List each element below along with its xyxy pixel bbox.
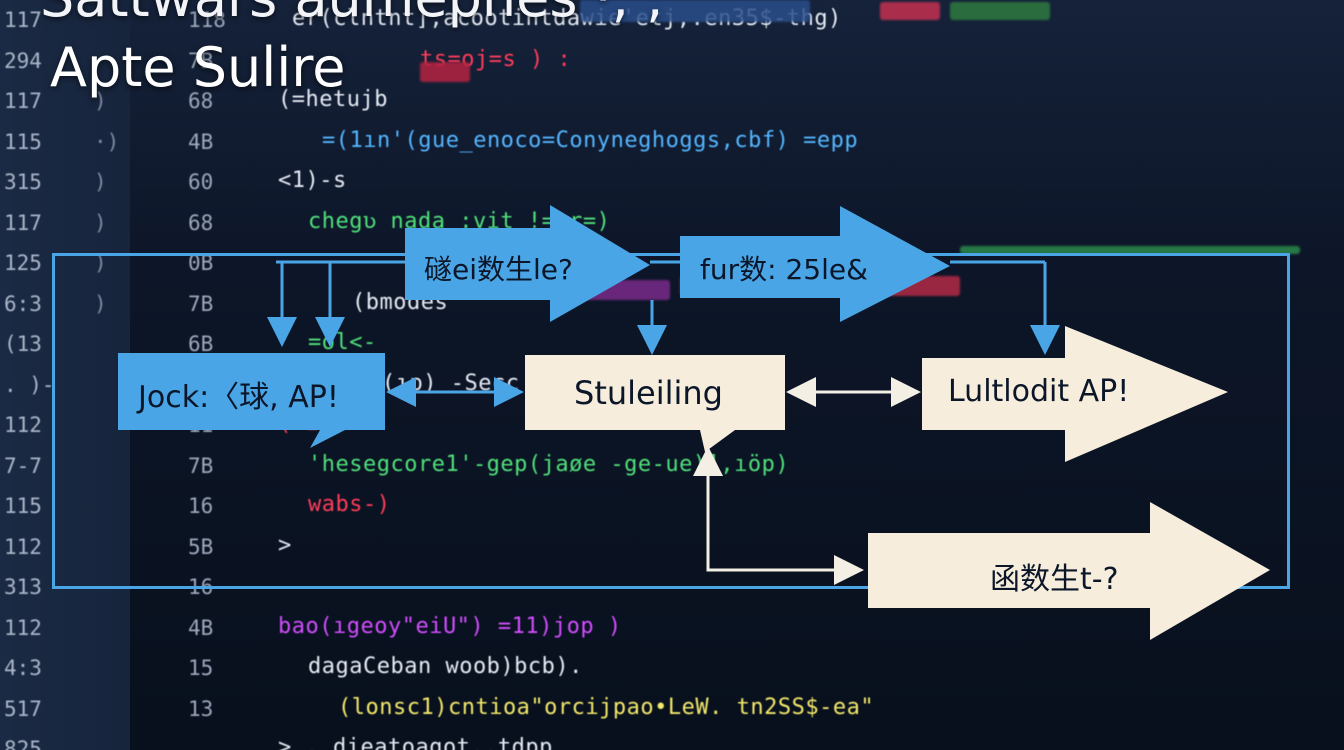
inner-line-number: 16 bbox=[188, 494, 214, 518]
gutter-line-number: (13 bbox=[4, 332, 42, 356]
gutter-line-number: 517 bbox=[4, 696, 42, 721]
left-api-box bbox=[118, 353, 385, 448]
inner-line-number: 15 bbox=[188, 656, 214, 680]
inner-line-number: 4B bbox=[188, 129, 214, 154]
gutter-line-number: 117 bbox=[4, 8, 42, 32]
gutter-line-number: 825 bbox=[4, 737, 42, 750]
input-arrow-left-label: 礈ei数生le? bbox=[424, 253, 573, 286]
inner-line-number: 7B bbox=[188, 291, 214, 316]
inner-line-number: 4B bbox=[188, 615, 214, 640]
code-highlight-blob bbox=[960, 246, 1300, 254]
fold-marker: ) bbox=[94, 251, 107, 275]
input-arrow-right-label: fur数: 25le& bbox=[700, 253, 868, 286]
code-line: (lonsc1)cntioa"orcijpao•LeW. tn2SS$-ea" bbox=[338, 694, 875, 720]
code-line: =(1ın'(gue_enoco=Conyneghoggs,cbf) =epp bbox=[322, 127, 859, 153]
center-node-label: Stuleiling bbox=[574, 374, 723, 412]
bottom-arrow-label: 函数生t-? bbox=[990, 562, 1119, 597]
gutter-line-number: 115 bbox=[4, 494, 42, 518]
gutter-line-number: 294 bbox=[4, 48, 42, 73]
gutter-line-number: 125 bbox=[4, 251, 42, 275]
inner-line-number: 68 bbox=[188, 210, 214, 235]
gutter-line-number: 7-7 bbox=[4, 453, 42, 478]
code-line: bao(ıgeoy"eiU") =11)jop ) bbox=[278, 613, 622, 639]
fold-marker: ) bbox=[94, 89, 107, 113]
inner-line-number: 68 bbox=[188, 89, 214, 113]
fold-marker: ) bbox=[94, 291, 107, 316]
code-line: dagaCeban woob)bcb). bbox=[308, 654, 583, 679]
gutter-line-number: . )- bbox=[4, 372, 55, 397]
inner-line-number: 7B bbox=[188, 453, 214, 478]
right-api-arrow-label: Lultlodit AP! bbox=[948, 374, 1130, 409]
code-line: wabs-) bbox=[308, 492, 391, 517]
inner-line-number: 6B bbox=[188, 332, 214, 356]
gutter-line-number: 6:3 bbox=[4, 291, 42, 316]
code-line: (=hetujb bbox=[278, 87, 388, 112]
code-highlight-blob bbox=[880, 2, 940, 20]
inner-line-number: 5B bbox=[188, 534, 214, 559]
right-api-arrow bbox=[922, 326, 1228, 462]
gutter-line-number: 117 bbox=[4, 210, 42, 235]
blue-connector-lines bbox=[267, 260, 1060, 407]
gutter-line-number: 115 bbox=[4, 129, 42, 154]
center-node bbox=[525, 355, 785, 452]
code-line: <1)-s bbox=[278, 168, 347, 193]
code-highlight-blob bbox=[950, 2, 1050, 20]
fold-marker: ) bbox=[94, 210, 107, 235]
gutter-line-number: 4:3 bbox=[4, 656, 42, 680]
gutter-line-number: 313 bbox=[4, 575, 42, 599]
inner-line-number: 118 bbox=[188, 8, 226, 32]
gutter-line-number: 117 bbox=[4, 89, 42, 113]
inner-line-number: 13 bbox=[188, 696, 214, 721]
fold-marker: ) bbox=[94, 170, 107, 194]
gutter-line-number: 315 bbox=[4, 170, 42, 194]
input-arrow-right bbox=[680, 206, 950, 322]
page-title: Apte Sulire bbox=[50, 36, 346, 99]
bottom-arrow-node bbox=[868, 502, 1270, 640]
left-api-box-label: Jock:〈球, AP! bbox=[138, 380, 339, 415]
input-arrow-left bbox=[405, 205, 650, 322]
code-line: > , dieatoagot..tdpp bbox=[278, 735, 553, 750]
page-title-top-line: Sattwars aumephes ·, ; bbox=[40, 0, 664, 29]
fold-marker: ·) bbox=[94, 129, 120, 154]
diagram-frame bbox=[52, 253, 1290, 589]
gutter-line-number: 112 bbox=[4, 413, 42, 437]
inner-line-number: 7B bbox=[188, 48, 214, 73]
gutter-line-number: 112 bbox=[4, 534, 42, 559]
inner-line-number: 60 bbox=[188, 170, 214, 194]
gutter-line-number: 112 bbox=[4, 615, 42, 640]
line-number-gutter bbox=[0, 0, 130, 750]
code-highlight-blob bbox=[420, 62, 470, 82]
white-connector-lines bbox=[693, 377, 921, 585]
code-highlight-blob bbox=[580, 0, 810, 22]
code-line: > bbox=[278, 532, 292, 558]
